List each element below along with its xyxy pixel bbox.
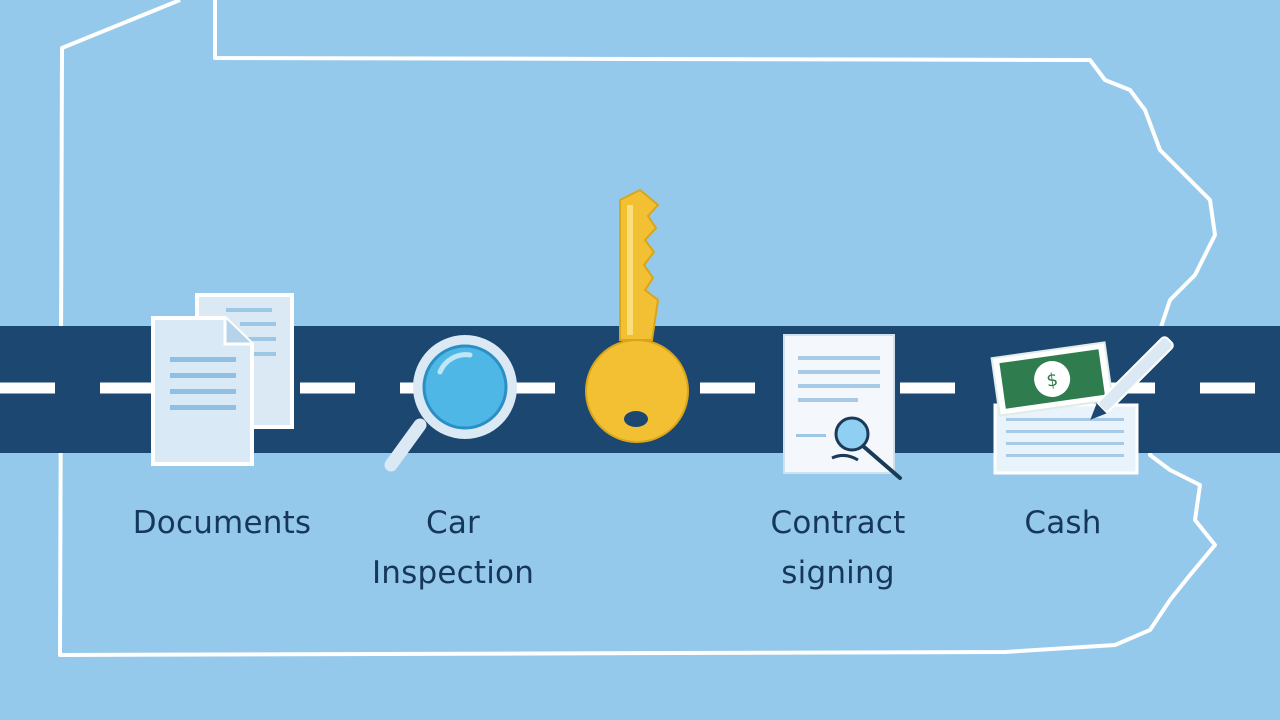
step-label-car-inspection-line-2: Inspection bbox=[371, 555, 535, 591]
step-label-car-inspection-line-1: Car bbox=[426, 505, 480, 541]
step-label-contract-signing: Contract signing bbox=[738, 498, 938, 598]
step-label-documents: Documents bbox=[122, 498, 322, 548]
step-label-cash: Cash bbox=[963, 498, 1163, 548]
svg-text:$: $ bbox=[1045, 369, 1059, 391]
key-icon bbox=[585, 188, 689, 443]
step-label-contract-signing-line-1: Contract bbox=[770, 505, 906, 541]
cash-icon: $ bbox=[990, 336, 1174, 475]
step-label-cash-line-1: Cash bbox=[1024, 505, 1102, 541]
step-label-contract-signing-line-2: signing bbox=[781, 555, 895, 591]
contract-icon bbox=[783, 334, 902, 480]
magnifier-icon bbox=[384, 335, 517, 472]
step-label-car-inspection: Car Inspection bbox=[353, 498, 553, 598]
step-label-documents-line-1: Documents bbox=[132, 505, 312, 541]
documents-icon bbox=[151, 293, 294, 466]
